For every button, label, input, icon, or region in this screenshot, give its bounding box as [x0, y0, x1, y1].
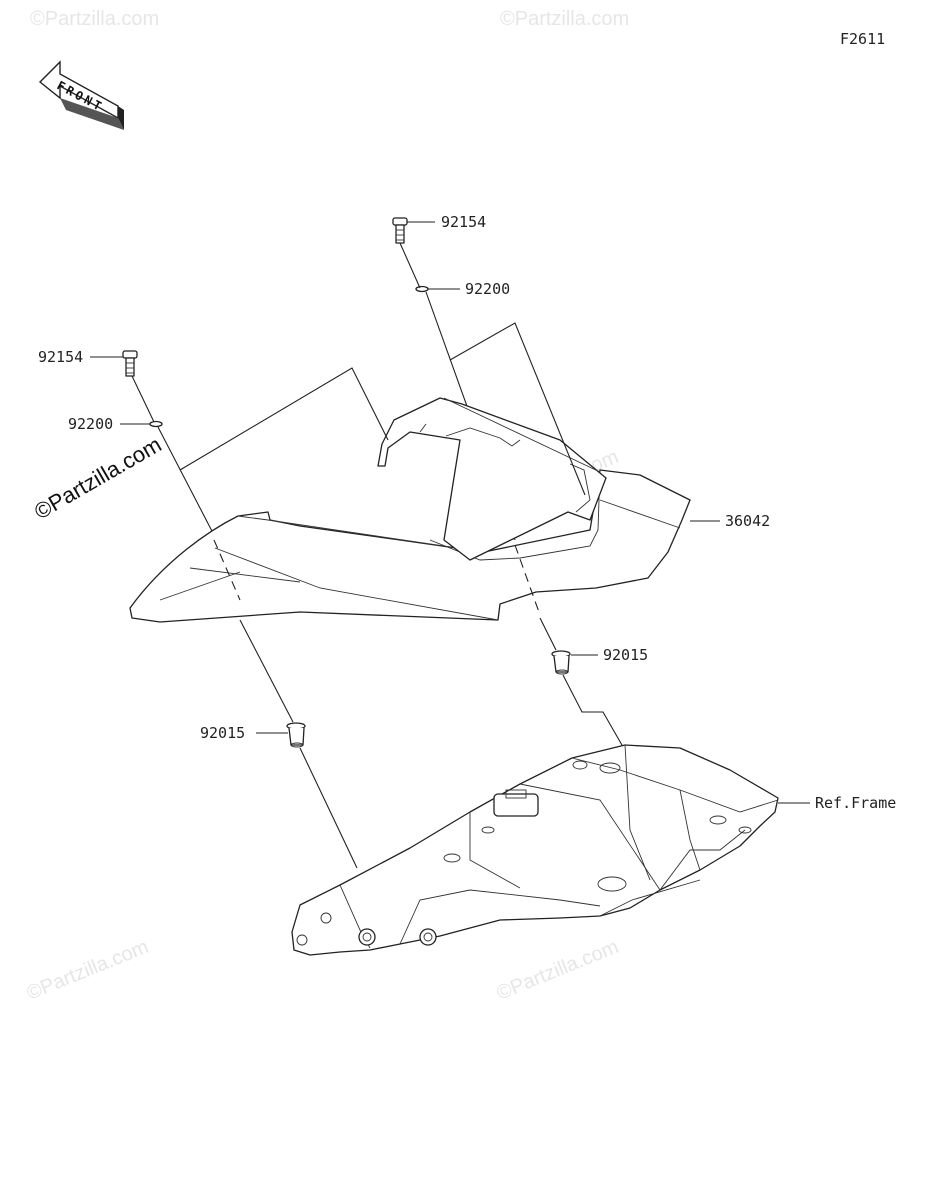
- washer-upper-icon: [415, 285, 429, 293]
- label-washer-upper: 92200: [465, 280, 510, 298]
- label-bolt-upper: 92154: [441, 213, 486, 231]
- watermark-top-center: ©Partzilla.com: [500, 8, 629, 30]
- bracket-upper: [449, 322, 586, 496]
- axis-left-mid: [157, 426, 215, 536]
- label-cover: 36042: [725, 512, 770, 530]
- watermark-bottom-right: ©Partzilla.com: [494, 936, 622, 1005]
- bolt-upper-icon: [392, 217, 408, 244]
- collar-left-icon: [286, 722, 306, 748]
- axis-upper-top: [399, 242, 421, 289]
- axis-upper-lower: [539, 617, 557, 651]
- label-bolt-left: 92154: [38, 348, 83, 366]
- label-collar-right: 92015: [603, 646, 648, 664]
- label-washer-left: 92200: [68, 415, 113, 433]
- axis-left-to-frame: [299, 747, 358, 869]
- watermark-top-left: ©Partzilla.com: [30, 8, 159, 30]
- axis-left-top: [131, 375, 155, 423]
- front-direction-arrow-icon: FRONT: [38, 60, 124, 130]
- watermark-bottom-left: ©Partzilla.com: [24, 936, 152, 1005]
- axis-right-to-frame: [562, 674, 635, 767]
- label-collar-left: 92015: [200, 724, 245, 742]
- axis-left-lower: [239, 619, 294, 723]
- bracket-left: [179, 367, 389, 471]
- washer-left-icon: [149, 420, 163, 428]
- collar-right-icon: [551, 650, 571, 675]
- axis-upper-dashed: [514, 544, 541, 616]
- seat-cover-36042: [129, 397, 691, 623]
- label-frame: Ref.Frame: [815, 794, 896, 812]
- watermark-main: ©Partzilla.com: [30, 432, 166, 525]
- bolt-left-icon: [122, 350, 138, 377]
- figure-code: F2611: [840, 30, 885, 48]
- axis-left-dashed: [213, 539, 241, 601]
- rear-subframe: [291, 744, 779, 956]
